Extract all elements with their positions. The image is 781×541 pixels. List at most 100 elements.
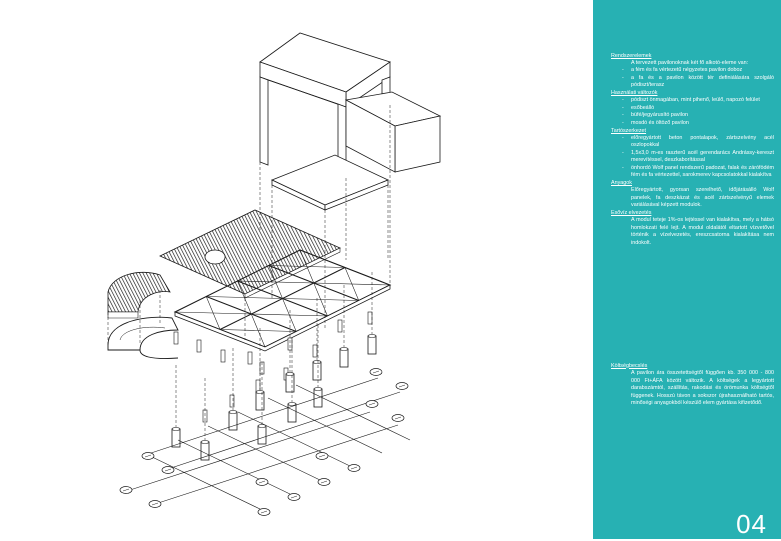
curved-frame	[107, 316, 179, 351]
steel-column	[337, 319, 343, 333]
axis-bubble-mark	[372, 370, 380, 374]
axis-bubble-mark	[260, 510, 268, 514]
axis-line	[177, 439, 293, 496]
section-text: A tervezett pavilonoknak két fő alkotó-e…	[631, 59, 749, 66]
section-text: Előregyártott, gyorsan szerelhető, időjá…	[631, 187, 774, 209]
concrete-footing	[285, 373, 295, 393]
axis-bubble-mark	[290, 495, 298, 499]
bullet-text: előregyártott beton pontalapok, zártszel…	[631, 134, 774, 149]
bullet-text: 1,5x3,0 m-es raszterű acél gerendarács A…	[631, 149, 774, 164]
steel-column	[255, 379, 261, 393]
axis-line	[164, 391, 401, 471]
axis-line	[147, 454, 263, 511]
concrete-footing	[367, 335, 377, 355]
curved-bench-top	[107, 271, 171, 313]
frame-brace	[268, 265, 283, 299]
curved-frame-bottom	[108, 349, 179, 359]
frame-brace	[282, 298, 297, 332]
steel-column	[220, 349, 226, 363]
axis-bubble-mark	[320, 480, 328, 484]
bullet-text: a fém és fa vértezetű négyzetes pavilon …	[631, 67, 743, 74]
axis-line	[129, 411, 371, 491]
section-title: Tartószerkezet	[611, 127, 647, 134]
axis-bubble-mark	[350, 466, 358, 470]
grating-edge	[244, 247, 341, 299]
cost-text: A pavilon ára összetettségtől függően kb…	[631, 370, 774, 407]
footing-cap	[313, 387, 323, 391]
axis-line	[144, 377, 379, 456]
bullet-item: -1,5x3,0 m-es raszterű acél gerendarács …	[622, 149, 774, 164]
concrete-footing	[200, 441, 210, 461]
footing-cap	[287, 402, 297, 406]
axis-bubble-mark	[394, 416, 402, 420]
steel-column	[196, 339, 202, 353]
frame-brace	[205, 296, 221, 330]
bullet-item: -a fém és fa vértezetű négyzetes pavilon…	[622, 67, 743, 74]
axis-line	[151, 424, 399, 506]
bullet-item: -büfé/jegyárusító pavilon	[622, 112, 688, 119]
frame-brace	[344, 267, 360, 301]
axis-bubble-mark	[164, 468, 172, 472]
axis-bubble-mark	[122, 488, 130, 492]
steel-column	[367, 311, 373, 325]
axis-bubble-mark	[398, 384, 406, 388]
steel-column	[287, 337, 293, 351]
section-title: Anyagok	[611, 179, 632, 186]
footing-cap	[339, 347, 349, 351]
axis-line	[267, 397, 383, 454]
footing-cap	[367, 334, 377, 338]
footing-cap	[228, 410, 238, 414]
wall-panel-front	[345, 99, 396, 173]
steel-column	[173, 331, 179, 345]
axis-line	[237, 411, 353, 468]
axis-bubble-mark	[144, 454, 152, 458]
steel-column	[247, 351, 253, 365]
footing-cap	[257, 424, 267, 428]
footing-cap	[255, 390, 265, 394]
roof-inner-edge	[267, 79, 339, 105]
bullet-text: büfé/jegyárusító pavilon	[631, 112, 688, 119]
bullet-item: -esőbeálló	[622, 104, 655, 111]
concrete-footing	[255, 391, 265, 411]
bullet-text: önhordó Wolf panel rendszerű padozat, fa…	[631, 164, 774, 178]
axis-bubble-mark	[318, 454, 326, 458]
concrete-footing	[171, 428, 181, 448]
bullet-item: -előregyártott beton pontalapok, zártsze…	[622, 134, 774, 149]
section-text: A modul teteje 1%-os lejtéssel van kiala…	[631, 217, 774, 246]
bullet-text: a fa és a pavilon között tér definiálásá…	[631, 74, 774, 89]
section-title: Használati változók	[611, 90, 658, 97]
footing-cap	[312, 360, 322, 364]
bullet-item: -mosdó és öltöző pavilon	[622, 119, 689, 126]
section-title: Esővíz elvezetés	[611, 210, 652, 217]
footing-cap	[171, 427, 181, 431]
frame-brace	[237, 280, 252, 315]
bullet-item: -önhordó Wolf panel rendszerű padozat, f…	[622, 164, 774, 178]
wall-panel-right	[394, 115, 441, 173]
footing-cap	[200, 440, 210, 444]
axis-bubble-mark	[368, 402, 376, 406]
page-number: 04	[736, 509, 767, 539]
axis-line	[207, 425, 323, 482]
bullet-text: mosdó és öltöző pavilon	[631, 119, 689, 126]
axis-bubble-mark	[151, 502, 159, 506]
bullet-text: pódiszt önmagában, mint pihenő, leülő, n…	[631, 97, 760, 104]
steel-column	[229, 394, 235, 408]
axis-line	[295, 384, 411, 441]
bullet-item: -a fa és a pavilon között tér definiálás…	[622, 74, 774, 89]
steel-column	[312, 344, 318, 358]
roof-left-leg	[259, 76, 269, 166]
concrete-footing	[257, 425, 267, 445]
curved-frame-inner	[119, 326, 166, 341]
floor-slab-top	[270, 154, 390, 206]
cost-title: Költségbecslés	[611, 362, 648, 369]
bullet-text: esőbeálló	[631, 104, 655, 111]
axis-bubble-mark	[258, 480, 266, 484]
frame-brace	[299, 249, 315, 284]
cost-section: Költségbecslés A pavilon ára összetettsé…	[611, 362, 774, 408]
concrete-footing	[312, 361, 322, 381]
footing-cap	[285, 372, 295, 376]
exploded-axonometric-drawing	[107, 32, 442, 516]
concrete-footing	[339, 348, 349, 368]
